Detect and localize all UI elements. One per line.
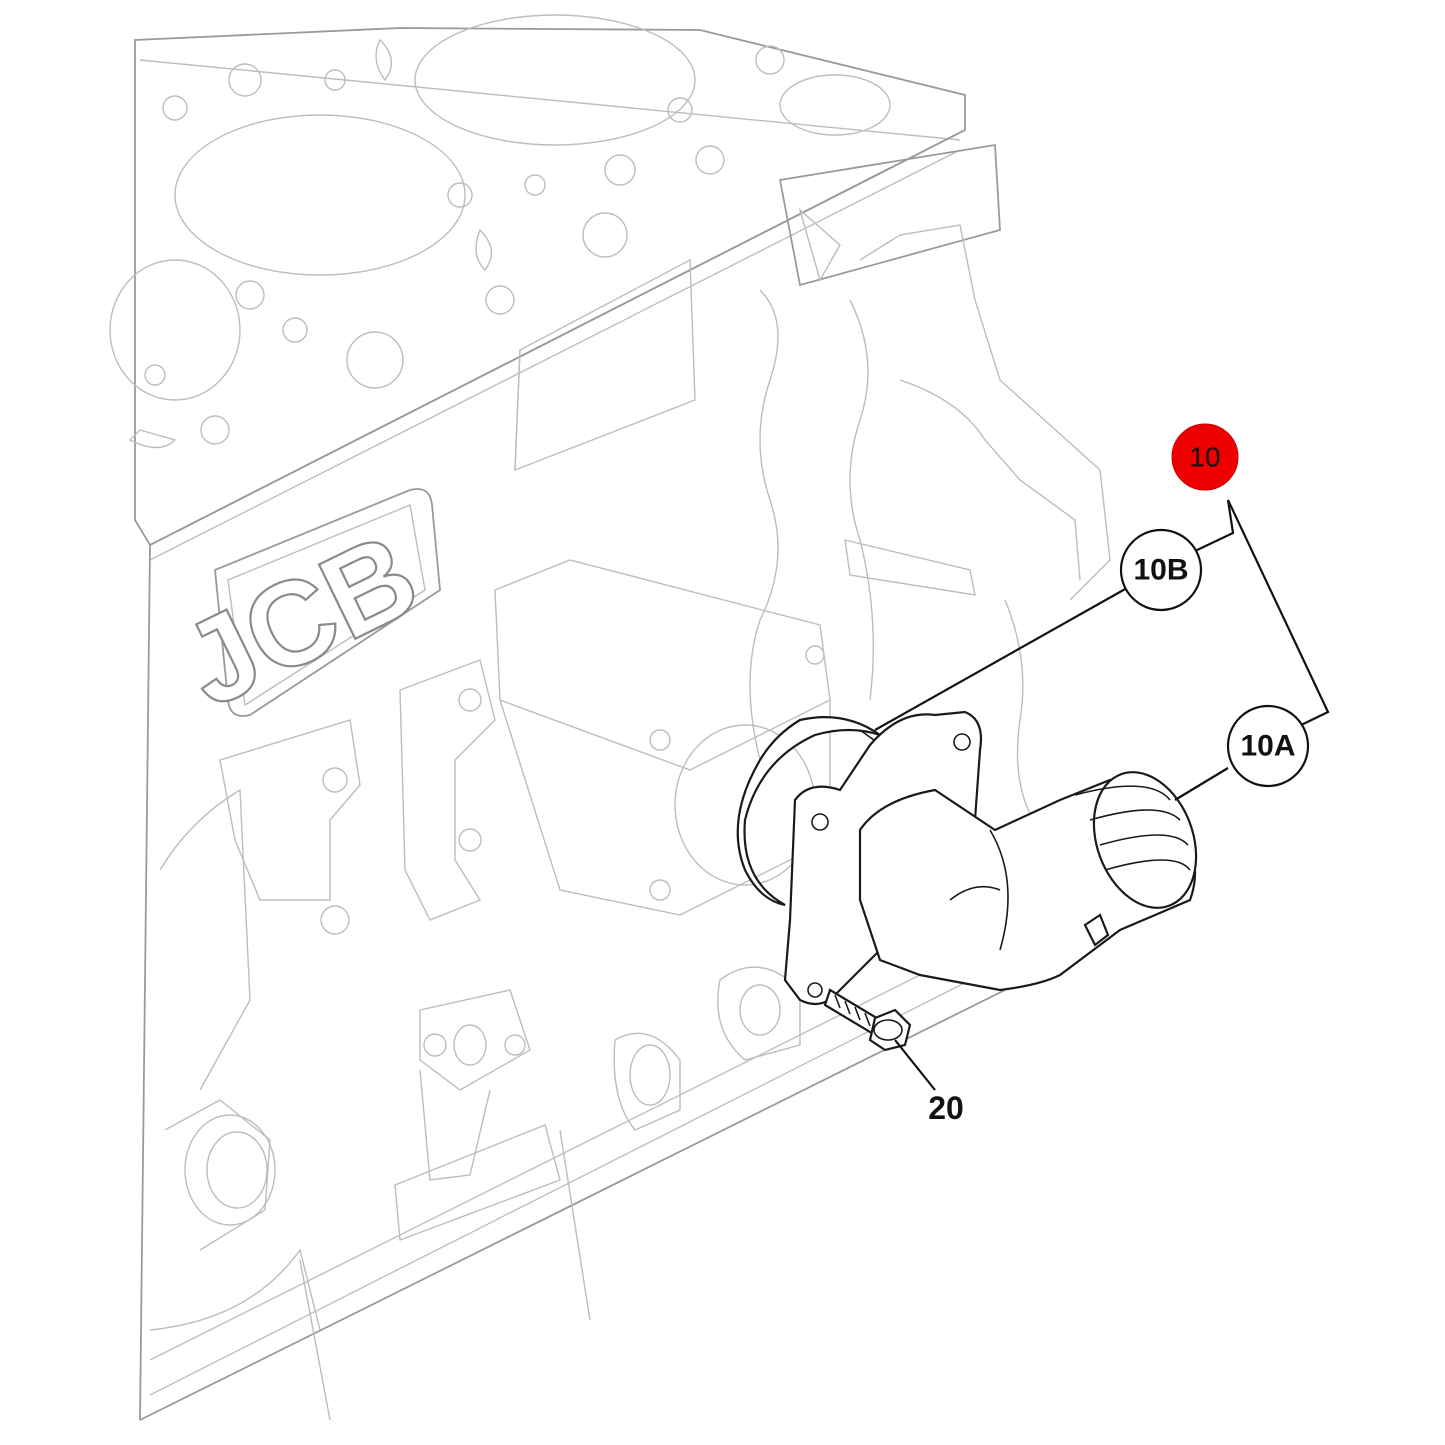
callout-20-label: 20 <box>928 1090 964 1126</box>
jcb-logo-text: JCB <box>163 507 438 733</box>
logo-plate <box>214 488 441 717</box>
leader-10a <box>1174 767 1229 801</box>
callout-10[interactable]: 10 <box>1171 423 1239 491</box>
callout-10-highlight <box>1171 423 1239 491</box>
engine-block-background <box>109 14 1111 1421</box>
callout-10-label: 10 <box>1189 442 1220 473</box>
leader-20 <box>894 1039 936 1091</box>
callout-20[interactable]: 20 <box>928 1090 964 1126</box>
callout-10b-circle <box>1119 528 1203 612</box>
leader-10b <box>874 587 1128 731</box>
elbow-outlet-housing-part <box>783 710 1198 1006</box>
flange-bolt-part <box>823 988 912 1052</box>
jcb-logo: JCB <box>162 506 439 734</box>
callout-10a-label: 10A <box>1240 730 1295 763</box>
callout-10a[interactable]: 10A <box>1226 704 1310 788</box>
callout-10b[interactable]: 10B <box>1119 528 1203 612</box>
callout-10a-circle <box>1226 704 1310 788</box>
callout-10b-label: 10B <box>1133 554 1188 587</box>
